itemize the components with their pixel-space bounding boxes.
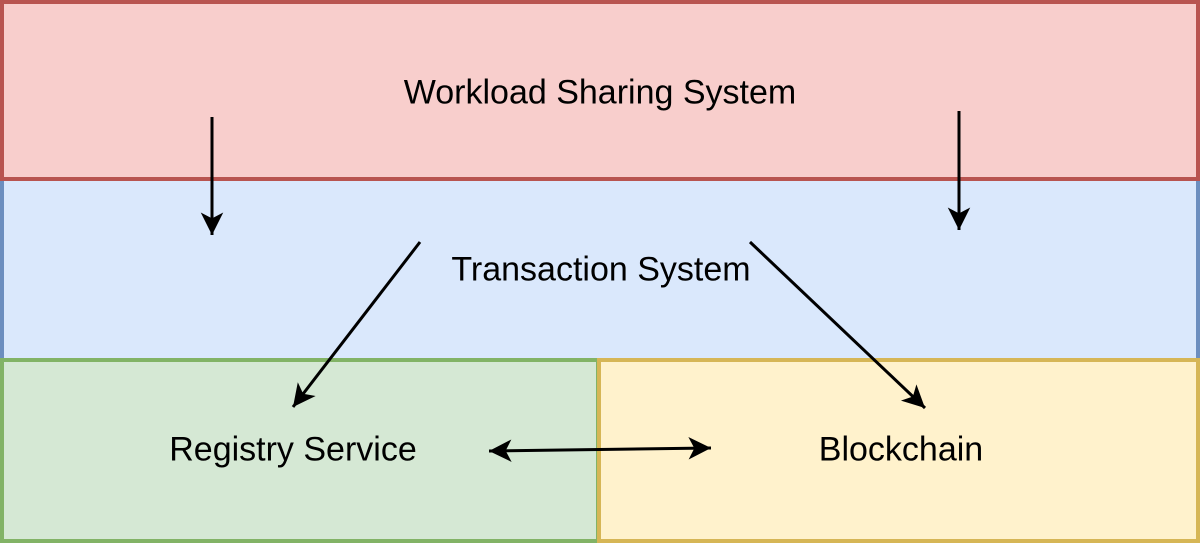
transaction-system-label: Transaction System [451, 250, 751, 289]
workload-sharing-system-box [0, 0, 1200, 181]
workload-sharing-system-label: Workload Sharing System [403, 73, 797, 112]
registry-service-label: Registry Service [169, 430, 417, 469]
blockchain-label: Blockchain [818, 430, 984, 469]
